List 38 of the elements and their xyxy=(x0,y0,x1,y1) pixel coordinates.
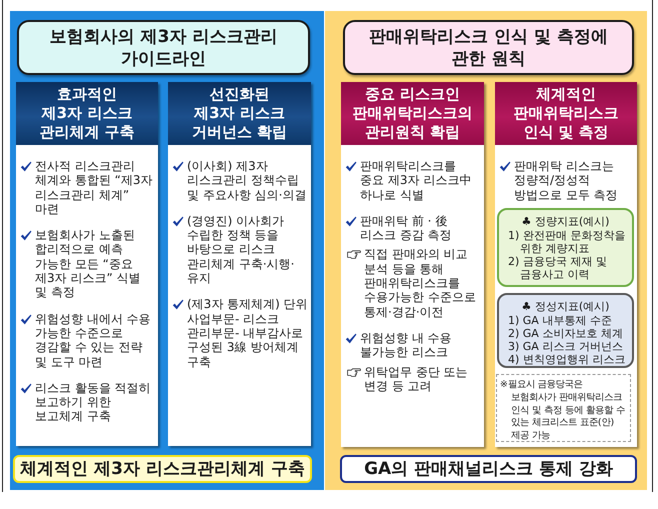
indicator-heading: ♣ 정성지표(예시) xyxy=(520,300,610,314)
column-heading: 체계적인 판매위탁리스크 인식 및 측정 xyxy=(495,82,637,145)
indicator-item: 2) 금융당국 제재 및 금융사고 이력 xyxy=(507,254,608,280)
section-panel xyxy=(325,11,647,490)
indicator-item: 1) 완전판매 문화정착을 위한 계량지표 xyxy=(507,228,626,254)
bullet-text: 판매위탁 리스크는 정량적/정성적 방법으로 모두 측정 xyxy=(514,159,619,202)
indicator-item: 4) 변칙영업행위 리스크 xyxy=(507,352,626,366)
column-card xyxy=(495,82,637,447)
column-heading: 효과적인 제3자 리스크 관리체계 구축 xyxy=(16,82,158,145)
sub-bullet-text: 위탁업무 중단 또는 변경 등 고려 xyxy=(364,364,469,394)
bullet-text: (제3자 통제체계) 단위 사업부문- 리스크 관리부문- 내부감사로 구성된 3線 방어체계 구축 xyxy=(187,297,309,369)
footnote: ※필요시 금융당국은 보험회사가 판매위탁리스크 인식 및 측정 등에 활용할 수 있는 체크리스트 표준(안) 제공 가능 xyxy=(496,374,631,442)
bullet-text: 전사적 리스크관리 체계와 통합된 “제3자 리스크관리 체계” 마련 xyxy=(35,159,154,216)
bullet-text: 판매위탁리스크를 중요 제3자 리스크中 하나로 식별 xyxy=(360,159,472,202)
column-heading: 선진화된 제3자 리스크 거버넌스 확립 xyxy=(168,82,311,145)
bullet-text: (이사회) 제3자 리스크관리 정책수립 및 주요사항 심의·의결 xyxy=(187,159,308,202)
sub-bullet-text: 직접 판매와의 비교 분석 등을 통해 판매위탁리스크를 수용가능한 수준으로 통제·경감·이전 xyxy=(364,247,477,319)
indicator-panel xyxy=(497,293,634,368)
bullet-text: 판매위탁 前 · 後 리스크 증감 측정 xyxy=(360,214,453,242)
summary-banner: 체계적인 제3자 리스크관리체계 구축 xyxy=(13,455,312,483)
indicator-item: 1) GA 내부통제 수준 xyxy=(507,314,613,326)
indicator-heading: ♣ 정량지표(예시) xyxy=(520,215,610,228)
bullet-text: 위험성향 내 수용 불가능한 리스크 xyxy=(360,330,453,360)
section-heading: 판매위탁리스크 인식 및 측정에 관한 원칙 xyxy=(343,20,634,75)
bullet-text: 리스크 활동을 적절히 보고하기 위한 보고체계 구축 xyxy=(35,380,152,424)
indicator-item: 3) GA 리스크 거버넌스 xyxy=(507,340,624,352)
column-card xyxy=(168,82,311,446)
column-heading: 중요 리스크인 판매위탁리스크의 관리원칙 확립 xyxy=(341,82,484,145)
column-card xyxy=(16,82,158,446)
indicator-item: 2) GA 소비자보호 체계 xyxy=(507,326,624,340)
bullet-text: (경영진) 이사회가 수립한 정책 등을 바탕으로 리스크 관리체계 구축·시행·유지 xyxy=(187,214,296,286)
column-card xyxy=(341,82,484,447)
bullet-text: 위험성향 내에서 수용 가능한 수준으로 경감할 수 있는 전략 및 도구 마련 xyxy=(35,312,152,369)
section-heading: 보험회사의 제3자 리스크관리 가이드라인 xyxy=(17,20,310,75)
summary-banner: GA의 판매채널리스크 통제 강화 xyxy=(340,455,637,483)
indicator-panel xyxy=(497,208,634,287)
section-panel xyxy=(10,11,324,490)
bullet-text: 보험회사가 노출된 합리적으로 예측 가능한 모든 “중요 제3자 리스크” 식별 및 측정 xyxy=(35,228,142,300)
